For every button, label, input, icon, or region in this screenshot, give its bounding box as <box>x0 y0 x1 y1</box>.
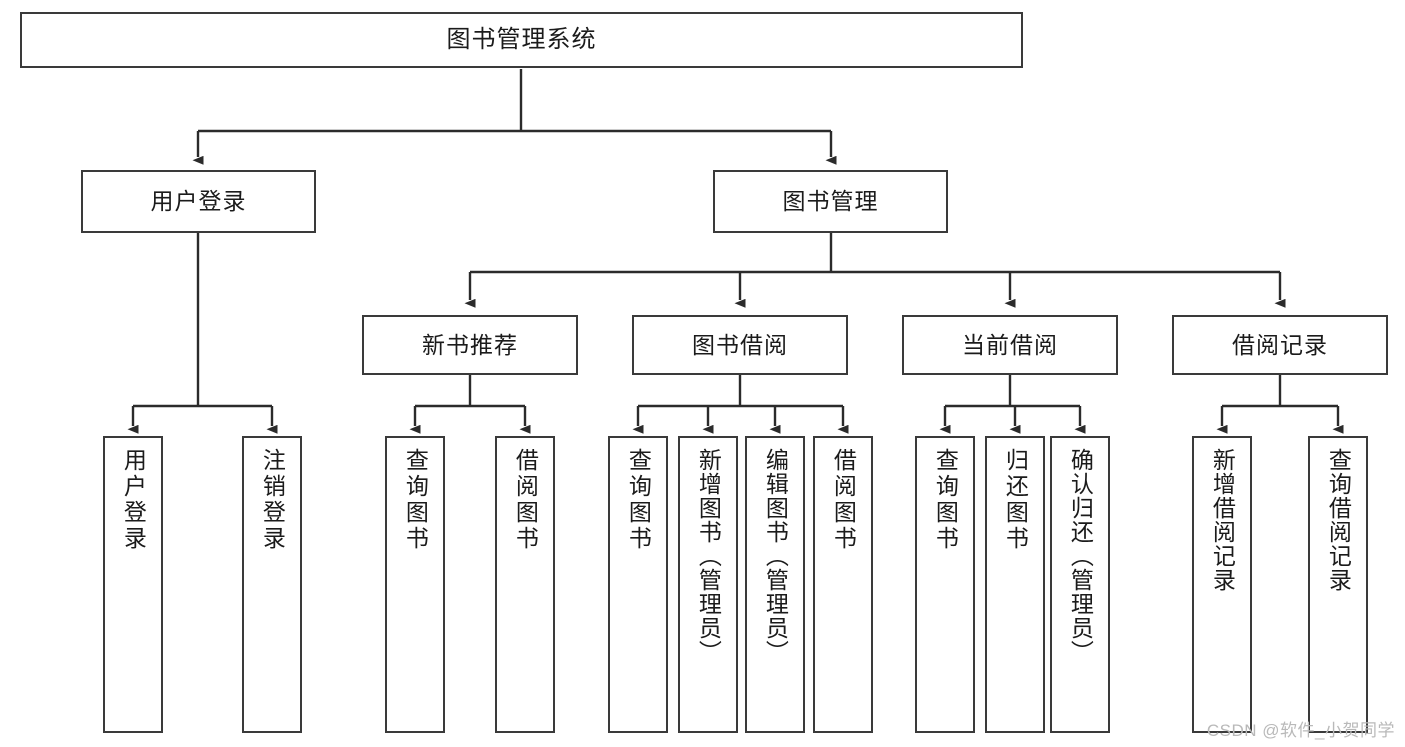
leaf-add-book[interactable]: 新增图书（管理员） <box>678 436 738 733</box>
node-label: 编辑图书（管理员） <box>762 448 789 664</box>
node-label: 查询图书 <box>402 448 429 552</box>
node-label: 借阅记录 <box>1232 331 1328 358</box>
node-label: 图书借阅 <box>692 331 788 358</box>
node-label: 归还图书 <box>1002 448 1029 552</box>
leaf-borrow-book-1[interactable]: 借阅图书 <box>495 436 555 733</box>
leaf-user-login[interactable]: 用户登录 <box>103 436 163 733</box>
node-label: 用户登录 <box>120 448 147 552</box>
node-borrow-record[interactable]: 借阅记录 <box>1172 315 1388 375</box>
node-label: 借阅图书 <box>512 448 539 552</box>
node-label: 查询图书 <box>932 448 959 552</box>
node-label: 确认归还（管理员） <box>1067 448 1094 664</box>
node-user-login[interactable]: 用户登录 <box>81 170 316 233</box>
node-current-borrow[interactable]: 当前借阅 <box>902 315 1118 375</box>
node-label: 图书管理 <box>782 188 879 215</box>
csdn-watermark: CSDN @软件_小贺同学 <box>1206 721 1395 740</box>
node-label: 查询图书 <box>625 448 652 552</box>
node-label: 新增借阅记录 <box>1209 448 1236 592</box>
leaf-query-book-3[interactable]: 查询图书 <box>915 436 975 733</box>
leaf-confirm-return[interactable]: 确认归还（管理员） <box>1050 436 1110 733</box>
node-book-borrow[interactable]: 图书借阅 <box>632 315 848 375</box>
node-label: 图书管理系统 <box>446 26 597 53</box>
node-label: 新书推荐 <box>422 331 518 358</box>
node-book-manage[interactable]: 图书管理 <box>713 170 948 233</box>
node-root-book-management-system[interactable]: 图书管理系统 <box>20 12 1023 68</box>
leaf-query-book-1[interactable]: 查询图书 <box>385 436 445 733</box>
node-label: 当前借阅 <box>962 331 1058 358</box>
node-label: 借阅图书 <box>830 448 857 552</box>
leaf-query-book-2[interactable]: 查询图书 <box>608 436 668 733</box>
leaf-query-record[interactable]: 查询借阅记录 <box>1308 436 1368 733</box>
leaf-borrow-book-2[interactable]: 借阅图书 <box>813 436 873 733</box>
leaf-add-record[interactable]: 新增借阅记录 <box>1192 436 1252 733</box>
leaf-return-book[interactable]: 归还图书 <box>985 436 1045 733</box>
node-new-book-recommend[interactable]: 新书推荐 <box>362 315 578 375</box>
leaf-edit-book[interactable]: 编辑图书（管理员） <box>745 436 805 733</box>
node-label: 查询借阅记录 <box>1325 448 1352 592</box>
node-label: 新增图书（管理员） <box>695 448 722 664</box>
node-label: 用户登录 <box>150 188 247 215</box>
node-label: 注销登录 <box>259 448 286 552</box>
leaf-logout-login[interactable]: 注销登录 <box>242 436 302 733</box>
